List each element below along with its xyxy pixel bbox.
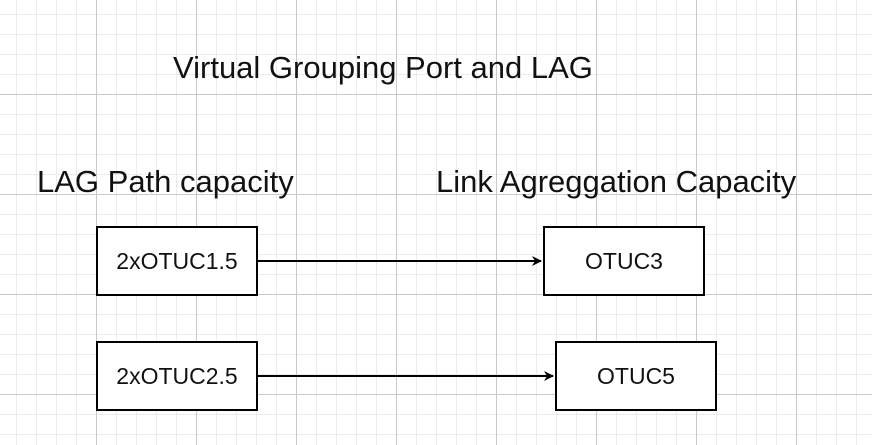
source-box-label: 2xOTUC2.5 xyxy=(116,362,238,389)
source-box-row-1[interactable]: 2xOTUC1.5 xyxy=(96,226,258,296)
lag-path-capacity-heading: LAG Path capacity xyxy=(37,164,294,199)
source-box-row-2[interactable]: 2xOTUC2.5 xyxy=(96,341,258,411)
target-box-row-1[interactable]: OTUC3 xyxy=(543,226,705,296)
target-box-label: OTUC5 xyxy=(597,362,675,389)
source-box-label: 2xOTUC1.5 xyxy=(116,247,238,274)
diagram-title: Virtual Grouping Port and LAG xyxy=(173,50,593,85)
link-aggregation-capacity-heading: Link Agreggation Capacity xyxy=(436,164,797,199)
target-box-row-2[interactable]: OTUC5 xyxy=(555,341,717,411)
target-box-label: OTUC3 xyxy=(585,247,663,274)
